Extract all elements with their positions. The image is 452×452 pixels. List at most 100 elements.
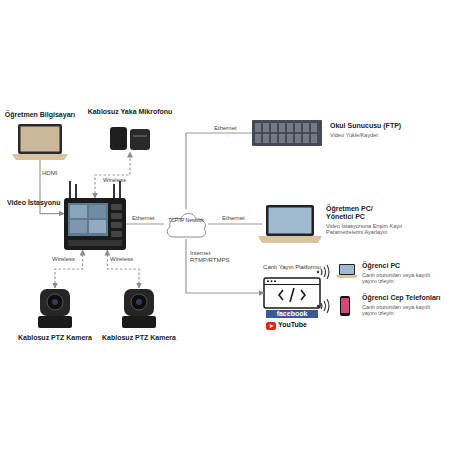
heading: Video İstasyonu — [7, 199, 62, 207]
wifi-symbol-part — [321, 269, 322, 275]
description: Canlı oturumları veya kayıtlı yayını izl… — [362, 272, 446, 285]
video-station-part — [113, 184, 115, 198]
admin-pc-node: Öğretmen PC/ Yönetici PCVideo İstasyonun… — [262, 205, 318, 243]
ptz-camera-part — [131, 294, 147, 310]
wifi-symbol-part — [324, 267, 326, 277]
wired-link — [126, 223, 164, 224]
lapel-microphone-part — [110, 127, 127, 150]
video-station-part — [70, 205, 87, 218]
student-phone-part — [341, 298, 349, 313]
cloud-outline — [164, 209, 208, 239]
wireless-link — [55, 250, 83, 288]
student-laptop-part — [336, 275, 358, 278]
video-station-part — [89, 205, 106, 218]
server-rack-part — [252, 120, 322, 146]
video-station-part — [111, 213, 122, 219]
stream-platform-window-part — [271, 280, 273, 282]
video-station-part — [111, 231, 122, 237]
stream-platform-window — [264, 278, 320, 308]
ptz-camera-part — [38, 316, 72, 328]
ptz-camera-part — [136, 299, 142, 305]
wired-link — [186, 133, 252, 209]
heading: Öğrenci Cep Telefonları — [362, 294, 452, 302]
admin-laptop-part — [258, 236, 322, 243]
heading: Öğretmen Bilgisayarı — [0, 111, 80, 119]
ptz-camera-part — [40, 289, 70, 316]
heading: TCP/IP Network — [164, 218, 208, 224]
heading: Kablosuz PTZ Kamera — [9, 334, 101, 342]
stream-platform-window-part — [301, 290, 305, 300]
heading: Canlı Yayın Platformu — [252, 264, 332, 271]
admin-laptop-part — [266, 205, 314, 236]
stream-platform-window-part — [279, 290, 283, 300]
video-station-part — [111, 222, 122, 228]
link-label: Wireless — [52, 256, 82, 263]
ptz-camera — [122, 289, 156, 328]
student-pc-node: Öğrenci PCCanlı oturumları veya kayıtlı … — [336, 264, 358, 280]
lapel-microphone-part — [130, 129, 150, 150]
camera-node: Kablosuz PTZ Kamera — [36, 288, 74, 328]
ptz-camera-part — [124, 289, 154, 316]
youtube-icon-part — [266, 322, 276, 330]
stream-platform-window-part — [264, 278, 320, 308]
cloud-shape — [167, 213, 205, 237]
platform-node: Canlı Yayın PlatformufacebookYouTube — [264, 278, 320, 308]
teacher-laptop-part — [21, 127, 60, 152]
link-label: Wireless — [103, 177, 133, 184]
ptz-camera-part — [52, 299, 58, 305]
student-phone-part — [340, 296, 350, 316]
video-station-part — [89, 220, 106, 233]
video-station-part — [119, 181, 121, 198]
link-label: Ethernet — [214, 125, 244, 132]
server-rack-part — [254, 122, 318, 144]
video-station-part — [69, 181, 71, 198]
student-laptop-part — [339, 264, 355, 275]
description: Video İstasyonuna Erişim Kayıt Parametre… — [326, 223, 418, 236]
heading: Öğrenci PC — [362, 262, 446, 270]
server-node: Okul Sunucusu (FTP)Video Yükle/Kaydet — [252, 120, 322, 146]
video-station-part — [75, 184, 77, 198]
admin-laptop-part — [269, 208, 312, 234]
wifi-symbol-part — [317, 305, 319, 307]
ptz-camera-part — [47, 294, 63, 310]
wifi-symbol-part — [327, 265, 329, 279]
link-label: Internet RTMP/RTMPS — [190, 250, 228, 264]
link-label: HDMI — [42, 170, 66, 177]
youtube-icon-part — [270, 324, 274, 328]
teacher-laptop-part — [12, 154, 68, 160]
wired-link — [208, 223, 262, 224]
heading: Okul Sunucusu (FTP) — [330, 122, 440, 130]
student-laptop-part — [340, 265, 354, 274]
stream-platform-window-part — [274, 280, 276, 282]
ptz-camera — [38, 289, 72, 328]
network-cloud: TCP/IP Network — [164, 209, 208, 239]
wireless-link — [95, 152, 130, 198]
video-station-part — [64, 198, 126, 250]
video-station-part — [70, 220, 87, 233]
wifi-symbol-part — [324, 301, 326, 311]
wifi-symbol — [317, 299, 329, 313]
stream-platform-window-part — [267, 280, 269, 282]
description: Canlı oturumları veya kayıtlı yayını izl… — [362, 304, 446, 317]
heading: Kablosuz PTZ Kamera — [93, 334, 185, 342]
lapel-microphone-part — [133, 135, 147, 137]
wireless-link — [107, 250, 139, 288]
student-phone — [340, 296, 350, 316]
teacher-laptop — [12, 124, 68, 160]
wired-link — [186, 239, 264, 293]
microphone-node: Kablosuz Yaka Mikrofonu — [108, 124, 152, 152]
ptz-camera-part — [122, 316, 156, 328]
logo-text: YouTube — [278, 321, 318, 329]
wifi-symbol-part — [321, 303, 322, 309]
link-label: Ethernet — [222, 215, 252, 222]
server-rack — [252, 120, 322, 146]
heading: Öğretmen PC/ Yönetici PC — [326, 205, 388, 222]
camera-node: Kablosuz PTZ Kamera — [120, 288, 158, 328]
video-station-part — [68, 240, 122, 246]
stream-platform-window-part — [290, 288, 294, 302]
description: Video Yükle/Kaydet — [330, 132, 440, 138]
laptop-node: Öğretmen Bilgisayarı — [14, 124, 66, 160]
description: facebook — [266, 310, 318, 318]
